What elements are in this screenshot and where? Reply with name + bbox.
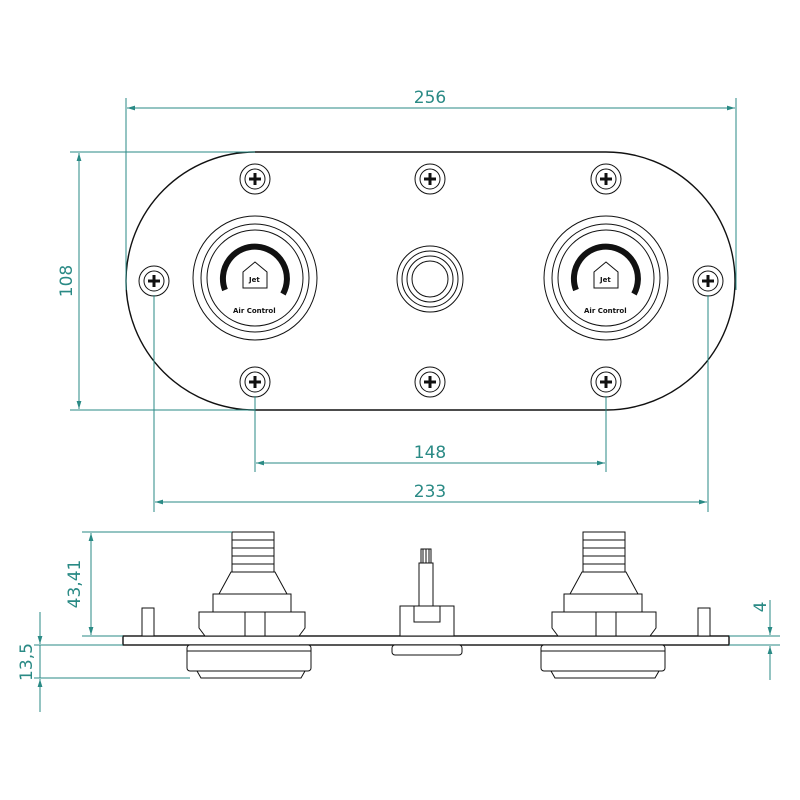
screw-bottom-center — [414, 366, 446, 398]
gauge-arc-icon — [219, 243, 290, 296]
side-center-stem — [391, 548, 463, 656]
gauge-arc-icon — [570, 243, 641, 296]
screw-top-center — [414, 163, 446, 195]
dimension-below-plate-depth: 13,5 — [17, 612, 190, 712]
gauge-brand-label: Air Control — [584, 307, 627, 315]
dimension-screw-spacing-outer: 233 — [153, 295, 709, 512]
dimension-plate-thickness: 4 — [729, 600, 780, 680]
screw-mid-left — [138, 265, 170, 297]
screw-top-right — [590, 163, 622, 195]
side-plate — [122, 635, 730, 646]
screw-mid-right — [692, 265, 724, 297]
screw-top-left — [239, 163, 271, 195]
gauge-icon-label: Jet — [248, 276, 260, 284]
top-view: Jet Air Control Jet Air Control 256 — [57, 88, 737, 512]
dimension-screw-spacing-inner: 148 — [254, 396, 607, 472]
svg-text:233: 233 — [414, 482, 446, 502]
svg-text:43,41: 43,41 — [65, 560, 85, 609]
gauge-jet-icon — [593, 261, 619, 289]
gauge-brand-label: Air Control — [233, 307, 276, 315]
gauge-jet-icon — [242, 261, 268, 289]
side-fitting-right — [540, 531, 666, 679]
gauge-left: Jet Air Control — [192, 215, 318, 341]
side-post — [141, 607, 155, 637]
dimension-overall-width: 256 — [125, 88, 737, 290]
svg-text:13,5: 13,5 — [17, 643, 37, 681]
center-button — [396, 245, 464, 313]
dimension-overall-height: 108 — [57, 151, 255, 411]
dimension-fitting-height: 43,41 — [65, 531, 232, 637]
svg-text:108: 108 — [57, 265, 77, 297]
screw-bottom-right — [590, 366, 622, 398]
svg-text:4: 4 — [751, 602, 771, 613]
svg-text:148: 148 — [414, 443, 446, 463]
gauge-right: Jet Air Control — [543, 215, 669, 341]
side-post — [697, 607, 711, 637]
side-view: 43,41 13,5 4 — [17, 531, 780, 712]
gauge-icon-label: Jet — [599, 276, 611, 284]
screw-bottom-left — [239, 366, 271, 398]
svg-text:256: 256 — [414, 88, 446, 108]
side-fitting-left — [186, 531, 312, 679]
